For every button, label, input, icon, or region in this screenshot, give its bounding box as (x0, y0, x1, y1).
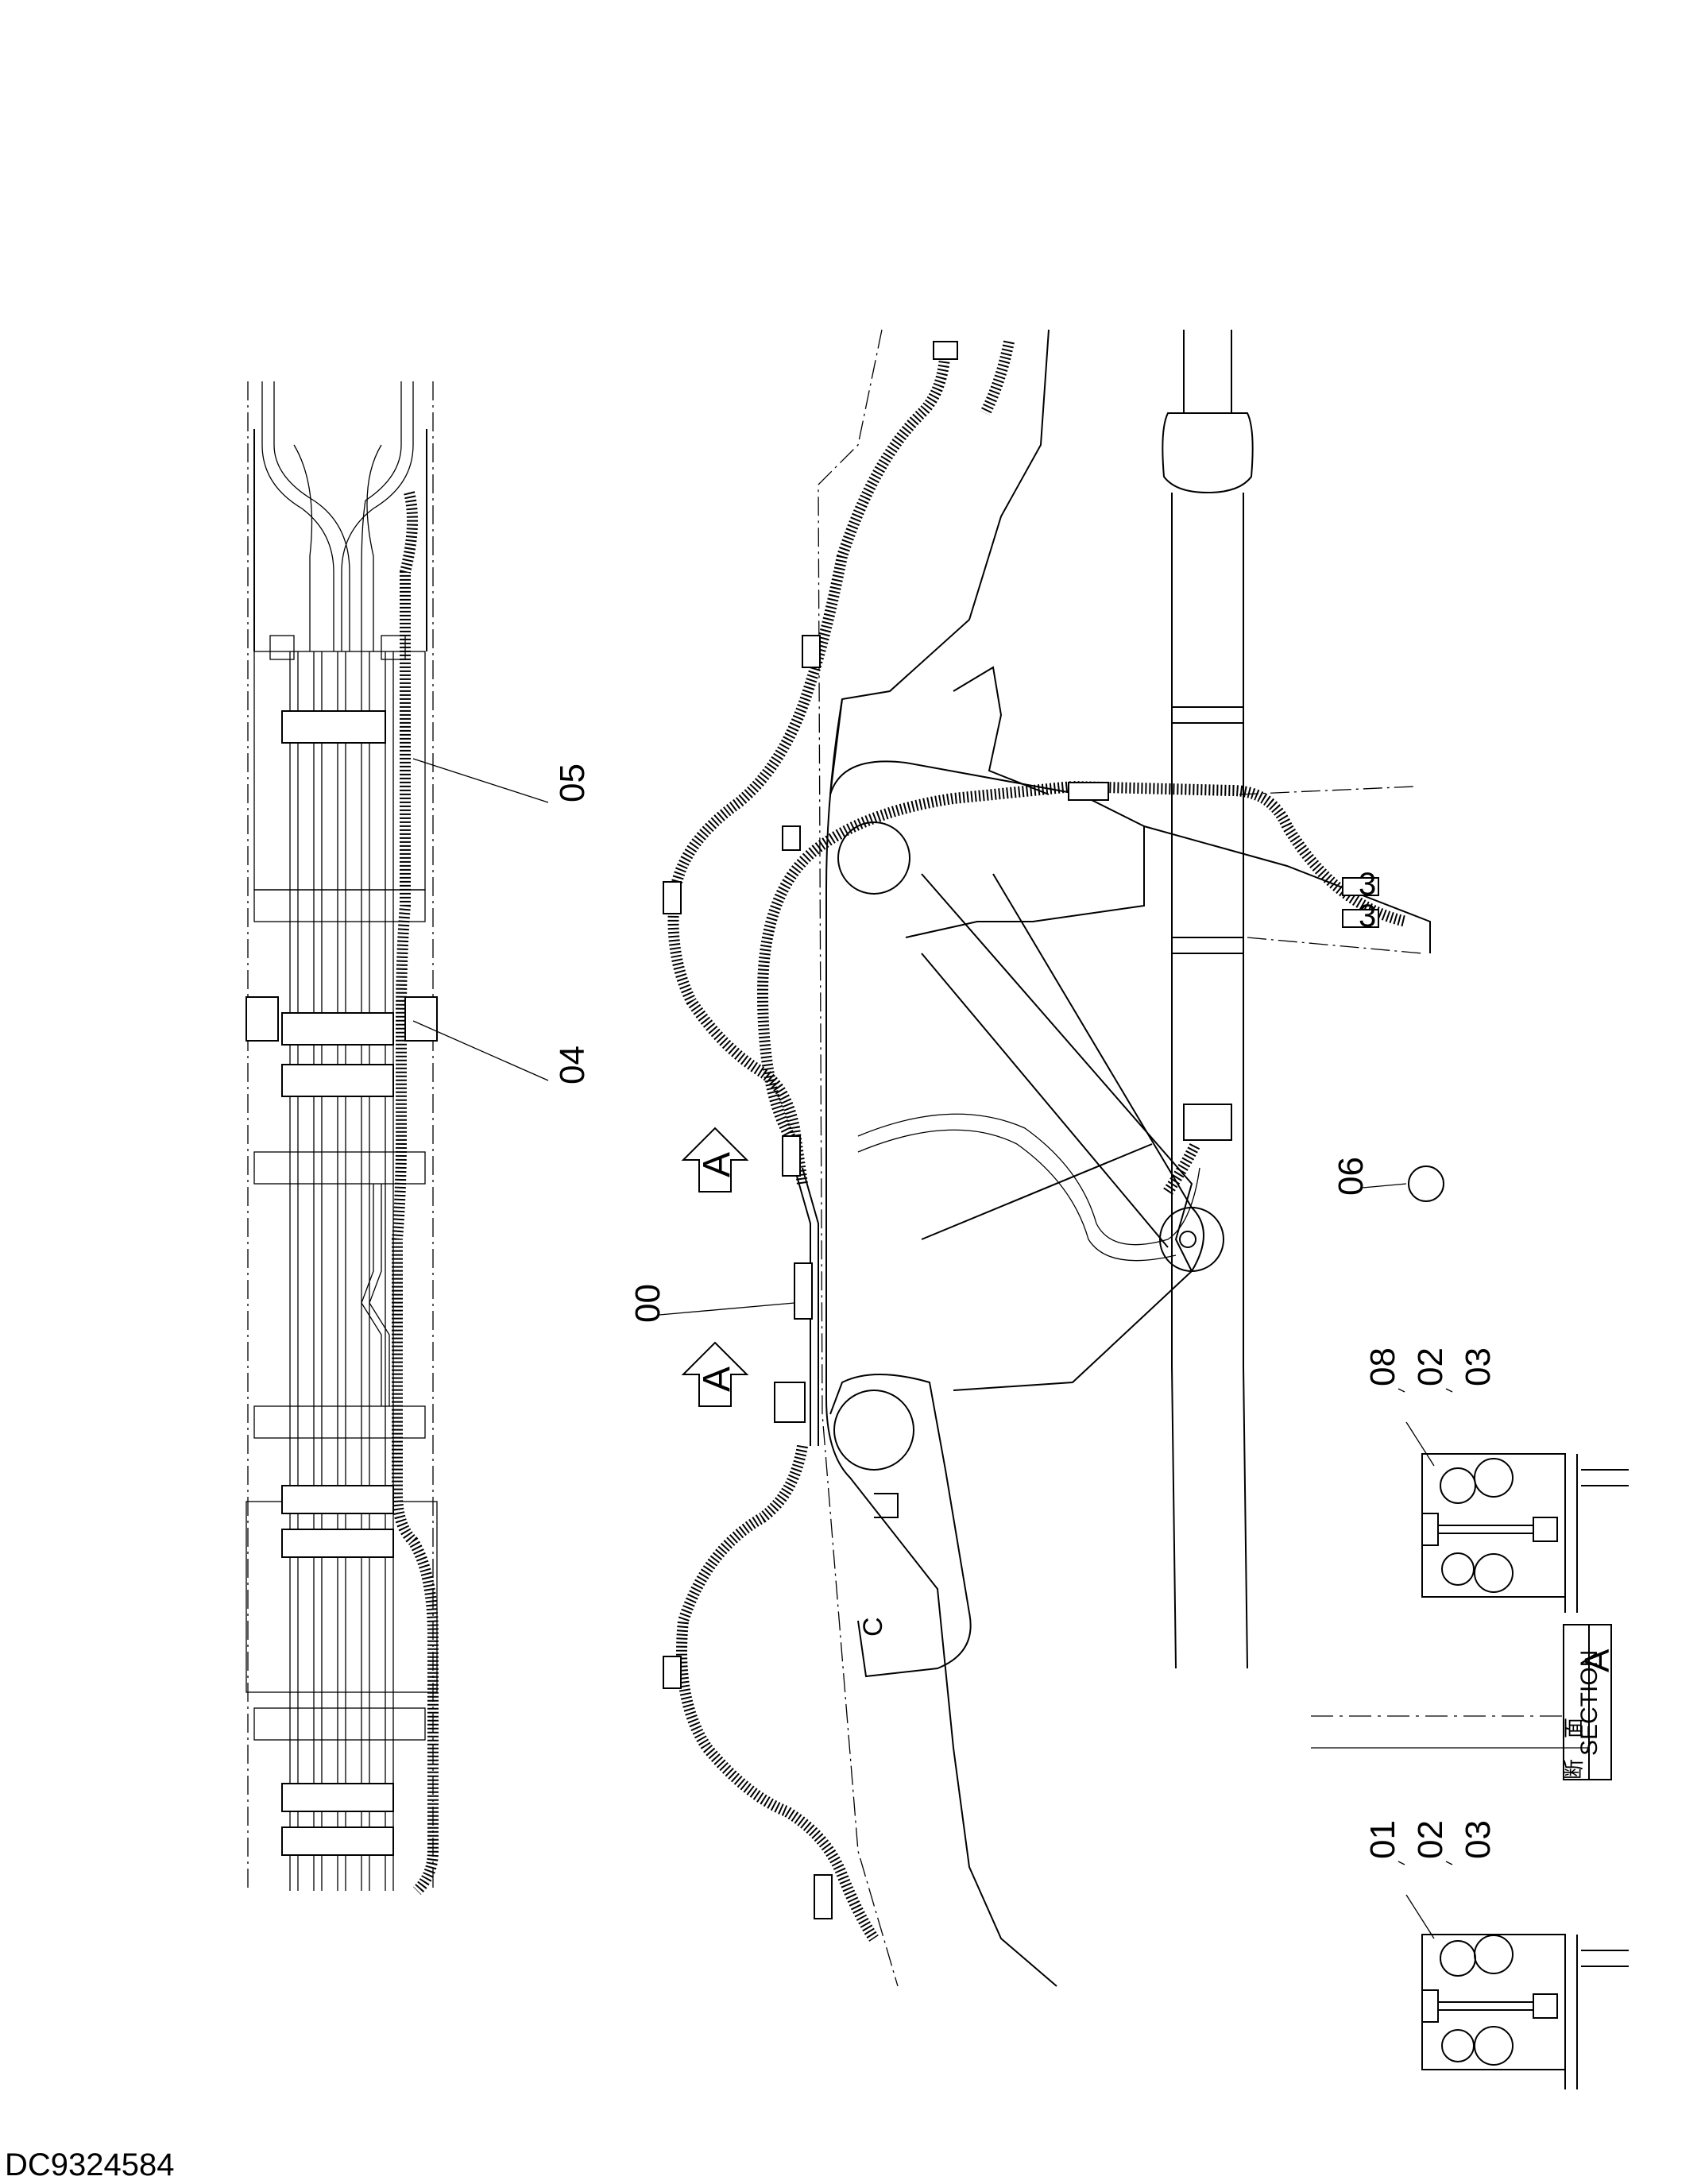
section-box-kanji: 断 面 (1562, 1718, 1586, 1780)
mark-3b: 3 (1359, 899, 1376, 934)
section-a-detail-bottom (1421, 1934, 1629, 2089)
callout-03b-label: 03 (1459, 1820, 1498, 1859)
section-arrow-lower: A (681, 1341, 749, 1407)
callout-02a-label: 02 (1411, 1347, 1450, 1386)
top-view-hose-bundle (245, 381, 439, 1895)
section-a-detail-top (1421, 1453, 1629, 1613)
callout-01-label: 01 (1363, 1820, 1402, 1859)
callout-00-label: 00 (628, 1284, 667, 1323)
callout-section-top: 08 02 03 (1363, 1347, 1498, 1467)
callout-06-label: 06 (1332, 1157, 1370, 1196)
section-arrow-upper: A (681, 1127, 749, 1193)
callout-04-label: 04 (553, 1046, 592, 1084)
callout-06: 06 (1332, 1157, 1444, 1202)
callout-section-bottom: 01 02 03 (1363, 1820, 1498, 1939)
callout-02b-label: 02 (1411, 1820, 1450, 1859)
section-box-letter: A (1578, 1649, 1617, 1672)
mark-c: C (858, 1617, 888, 1637)
section-arrow-upper-label: A (696, 1152, 738, 1177)
callout-03a-label: 03 (1459, 1347, 1498, 1386)
callout-05: 05 (412, 758, 592, 803)
callout-00: 00 (628, 1284, 795, 1323)
callout-05-label: 05 (553, 763, 592, 802)
section-arrow-lower-label: A (696, 1366, 738, 1392)
callout-08-label: 08 (1363, 1347, 1402, 1386)
section-a-box: SECTION 断 面 A (1311, 1624, 1617, 1780)
mark-3a: 3 (1359, 867, 1376, 902)
side-view-boom: 3 3 C (663, 329, 1589, 1987)
fitting-rows (281, 710, 394, 1856)
section-box-label: SECTION (1576, 1650, 1602, 1756)
callout-04: 04 (412, 1020, 592, 1084)
drawing-number: DC9324584 (5, 2147, 175, 2182)
